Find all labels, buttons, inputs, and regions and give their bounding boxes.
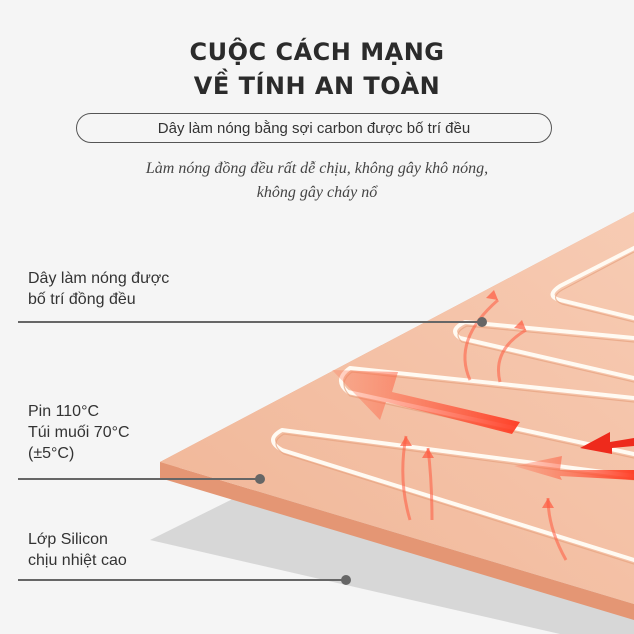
callout-temperature-dot (255, 474, 265, 484)
pad-top-surface (160, 212, 634, 604)
callout-silicon-line-2: chịu nhiệt cao (28, 552, 127, 569)
callout-temperature-line-1: Pin 110°C (28, 403, 100, 420)
pad-front-edge (160, 462, 634, 620)
heat-arrow-right (514, 456, 634, 480)
subtitle-line-2: không gây cháy nổ (256, 184, 378, 201)
callout-temperature-line-2: Túi muối 70°C (28, 424, 130, 441)
callout-heating-wire-dot (477, 317, 487, 327)
callout-temperature: Pin 110°C Túi muối 70°C (±5°C) (28, 401, 130, 464)
callout-temperature-leader (18, 478, 260, 480)
callout-heating-wire: Dây làm nóng được bố trí đồng đều (28, 268, 169, 310)
callout-silicon-leader (18, 579, 346, 581)
heat-arrow-large (332, 370, 520, 434)
heat-arrow-far-right (580, 432, 634, 454)
callout-silicon-line-1: Lớp Silicon (28, 531, 108, 548)
headline-line-2: VỀ TÍNH AN TOÀN (193, 72, 441, 100)
feature-pill-text: Dây làm nóng bằng sợi carbon được bố trí… (157, 119, 471, 137)
feature-pill: Dây làm nóng bằng sợi carbon được bố trí… (76, 113, 552, 143)
callout-heating-wire-line-2: bố trí đồng đều (28, 291, 136, 308)
callout-heating-wire-line-1: Dây làm nóng được (28, 270, 170, 287)
headline-line-1: CUỘC CÁCH MẠNG (189, 38, 445, 66)
callout-silicon-dot (341, 575, 351, 585)
callout-temperature-line-3: (±5°C) (28, 445, 75, 462)
callout-silicon-layer: Lớp Silicon chịu nhiệt cao (28, 529, 127, 571)
subtitle-line-1: Làm nóng đồng đều rất dễ chịu, không gây… (145, 160, 489, 177)
callout-heating-wire-leader (18, 321, 482, 323)
